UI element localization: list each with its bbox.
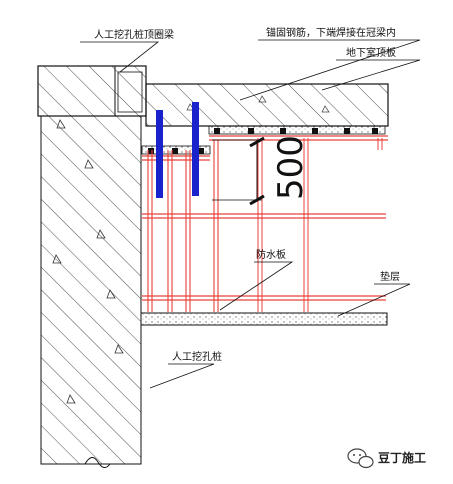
anchor-bar-right <box>192 102 199 196</box>
pile-top-ring-beam <box>37 65 147 117</box>
label-pile-top-ring: 人工挖孔桩顶圈梁 <box>94 28 174 41</box>
watermark-text: 豆丁施工 <box>378 450 426 465</box>
anchor-bars <box>156 102 199 198</box>
label-basement-roof: 地下室顶板 <box>346 46 396 59</box>
label-dig-pile: 人工挖孔桩 <box>172 350 222 363</box>
rebar-grid <box>142 135 388 312</box>
wechat-icon <box>347 448 374 469</box>
label-waterproof-board: 防水板 <box>256 248 286 261</box>
dimension-value: 500 <box>271 135 311 200</box>
label-cushion: 垫层 <box>380 270 400 283</box>
label-rebar-anchor: 锚固钢筋，下端焊接在冠梁内 <box>266 26 396 39</box>
cushion-layer <box>140 312 388 326</box>
basement-roof-slab <box>145 83 389 127</box>
watermark: 豆丁施工 <box>347 448 426 469</box>
leader-lines <box>80 39 421 389</box>
dimension-500: 500 <box>212 135 311 206</box>
dig-pile <box>40 115 142 468</box>
anchor-bar-left <box>156 110 163 198</box>
waterproof-board-strip <box>141 125 386 155</box>
